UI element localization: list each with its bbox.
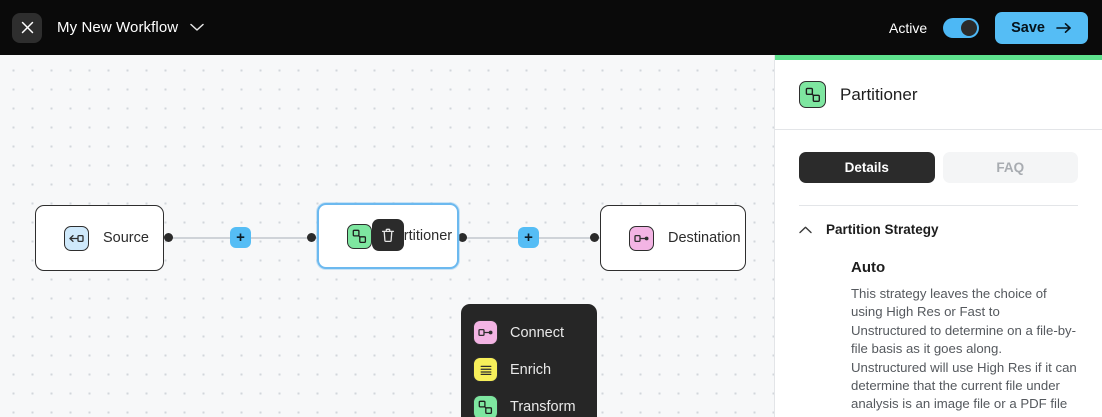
tab-faq[interactable]: FAQ bbox=[942, 152, 1078, 183]
workflow-dropdown-button[interactable] bbox=[190, 23, 204, 32]
save-button[interactable]: Save bbox=[995, 11, 1088, 44]
details-panel: Partitioner Details FAQ Partition Strate… bbox=[774, 55, 1102, 417]
port-partitioner-in[interactable] bbox=[307, 233, 316, 242]
plus-label: + bbox=[524, 229, 533, 246]
panel-title: Partitioner bbox=[840, 84, 918, 104]
trash-icon bbox=[381, 228, 395, 242]
partition-icon bbox=[347, 223, 372, 249]
plus-label: + bbox=[236, 229, 245, 246]
transform-icon bbox=[473, 394, 498, 417]
close-button[interactable] bbox=[12, 12, 42, 43]
source-icon bbox=[64, 225, 89, 251]
port-destination-in[interactable] bbox=[590, 233, 599, 242]
context-menu-item-connect-label: Connect bbox=[510, 324, 565, 341]
close-icon bbox=[21, 21, 33, 34]
node-destination-label: Destination bbox=[668, 230, 741, 246]
active-label: Active bbox=[889, 19, 928, 36]
connect-icon bbox=[473, 320, 498, 346]
chevron-down-icon bbox=[190, 23, 204, 31]
delete-node-button[interactable] bbox=[372, 219, 404, 251]
panel-header: Partitioner bbox=[775, 60, 1102, 130]
active-toggle[interactable] bbox=[943, 17, 980, 38]
arrow-right-icon bbox=[1056, 22, 1071, 33]
strategy-option-title: Auto bbox=[851, 259, 886, 276]
tab-details[interactable]: Details bbox=[799, 152, 935, 183]
add-node-between-source-partitioner[interactable]: + bbox=[230, 227, 251, 248]
node-source[interactable]: Source bbox=[35, 205, 164, 271]
panel-tabs: Details FAQ bbox=[775, 130, 1102, 183]
enrich-icon bbox=[473, 357, 498, 383]
node-source-label: Source bbox=[103, 230, 149, 246]
context-menu-item-connect[interactable]: Connect bbox=[461, 318, 597, 348]
section-partition-strategy[interactable]: Partition Strategy bbox=[775, 206, 1102, 237]
add-node-between-partitioner-destination[interactable]: + bbox=[518, 227, 539, 248]
node-context-menu: Connect Enrich bbox=[461, 304, 597, 417]
toggle-knob bbox=[961, 19, 978, 36]
port-partitioner-out[interactable] bbox=[458, 233, 467, 242]
top-bar: My New Workflow Active Save bbox=[0, 0, 1102, 55]
port-source-out[interactable] bbox=[164, 233, 173, 242]
context-menu-item-enrich[interactable]: Enrich bbox=[461, 355, 597, 385]
section-title: Partition Strategy bbox=[826, 222, 939, 237]
partition-icon bbox=[799, 81, 826, 108]
workflow-title: My New Workflow bbox=[57, 19, 179, 36]
top-bar-actions: Active Save bbox=[889, 11, 1088, 44]
chevron-up-icon bbox=[799, 226, 812, 233]
panel-accent-bar bbox=[775, 55, 1102, 60]
panel-divider bbox=[799, 205, 1078, 206]
save-button-label: Save bbox=[1011, 19, 1045, 36]
destination-icon bbox=[629, 225, 654, 251]
node-destination[interactable]: Destination bbox=[600, 205, 746, 271]
workflow-canvas[interactable]: + + Source bbox=[0, 55, 774, 417]
strategy-description: This strategy leaves the choice of using… bbox=[851, 286, 1077, 417]
context-menu-item-transform-label: Transform bbox=[510, 399, 576, 416]
context-menu-item-enrich-label: Enrich bbox=[510, 361, 552, 378]
context-menu-item-transform[interactable]: Transform bbox=[461, 392, 597, 417]
